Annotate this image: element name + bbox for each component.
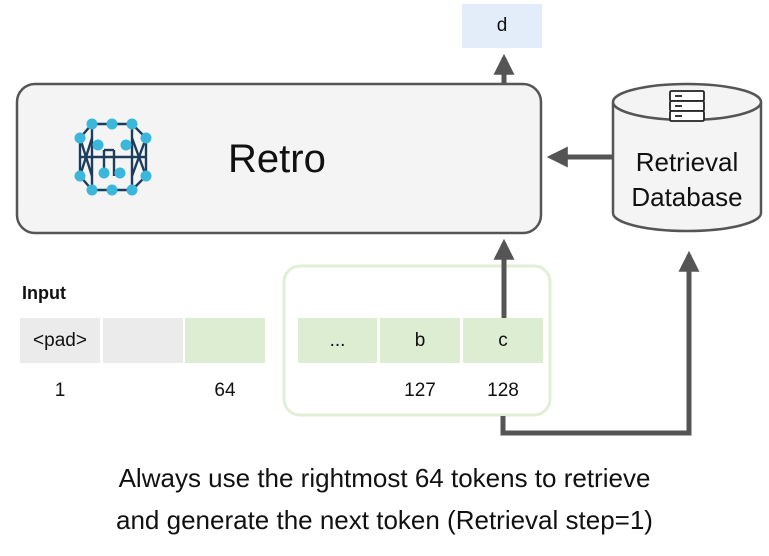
database-label-line2: Database — [631, 182, 743, 212]
retro-logo-icon — [74, 118, 152, 196]
context-window-outline — [282, 264, 552, 417]
arrow-tokens-to-database — [500, 250, 700, 436]
token-empty-green — [185, 318, 265, 363]
token-ellipsis: ... — [298, 318, 377, 363]
token-ellipsis-label: ... — [329, 329, 346, 351]
token-b: b — [380, 318, 460, 363]
caption-line-1: Always use the rightmost 64 tokens to re… — [118, 463, 651, 493]
database-server-icon — [669, 90, 705, 122]
retro-model-box — [15, 82, 543, 235]
position-label-64: 64 — [214, 380, 236, 401]
retrieval-database-cylinder — [611, 82, 763, 233]
database-label-line1: Retrieval — [635, 147, 739, 177]
model-label: Retro — [228, 137, 326, 181]
position-label-127: 127 — [404, 380, 436, 401]
token-b-label: b — [414, 329, 426, 351]
position-label-1: 1 — [54, 380, 66, 401]
token-pad: <pad> — [20, 318, 100, 363]
output-token-box: d — [462, 4, 542, 48]
token-pad-label: <pad> — [33, 329, 87, 351]
input-heading: Input — [22, 283, 66, 303]
position-label-128: 128 — [487, 380, 519, 401]
output-token-label: d — [496, 15, 508, 36]
token-c: c — [463, 318, 543, 363]
token-empty-gray — [103, 318, 183, 363]
token-c-label: c — [498, 329, 508, 351]
caption-line-2: and generate the next token (Retrieval s… — [116, 505, 653, 535]
